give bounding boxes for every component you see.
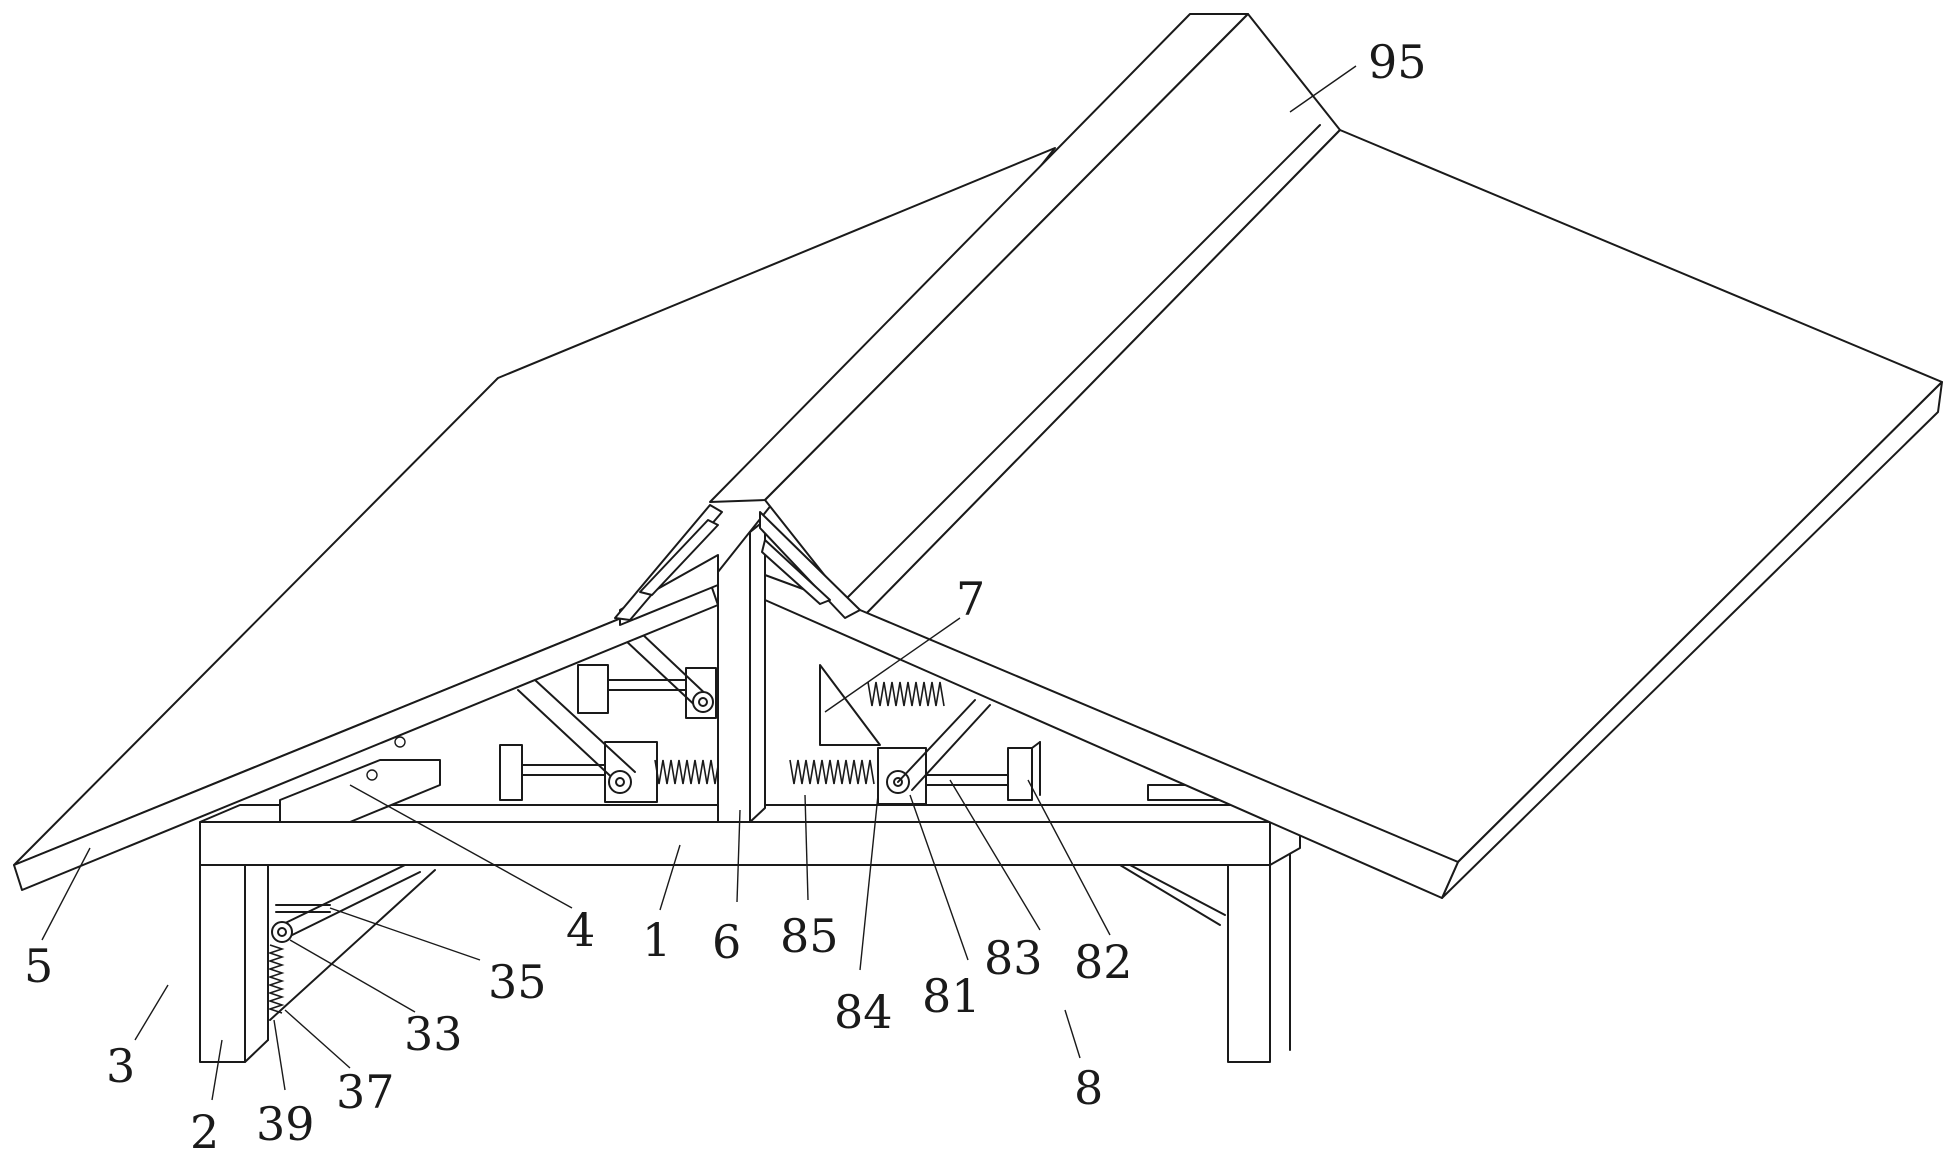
reference-labels: 95 7 5 4 1 6 85 84 81 83 82 35 33 37 39 … — [24, 35, 1427, 1159]
center-mechanism — [499, 631, 1041, 805]
label-8: 8 — [1074, 1061, 1103, 1115]
left-brace-assembly — [267, 864, 436, 1021]
ridge-bracket — [614, 504, 861, 621]
left-leg — [199, 845, 269, 1063]
label-81: 81 — [922, 969, 981, 1023]
label-95: 95 — [1368, 35, 1427, 89]
leader-lines — [41, 65, 1357, 1101]
label-6: 6 — [712, 915, 741, 969]
label-82: 82 — [1074, 935, 1133, 989]
label-33: 33 — [404, 1007, 463, 1061]
label-4: 4 — [566, 903, 595, 957]
label-37: 37 — [336, 1065, 395, 1119]
ridge-cap — [709, 13, 1341, 621]
label-84: 84 — [834, 985, 893, 1039]
label-5: 5 — [24, 939, 53, 993]
label-39: 39 — [256, 1097, 315, 1151]
label-35: 35 — [488, 955, 547, 1009]
right-roof-panel — [764, 129, 1943, 899]
right-leg — [1227, 845, 1291, 1063]
label-83: 83 — [984, 931, 1043, 985]
right-brace-assembly — [1119, 864, 1226, 926]
left-roof-panel — [13, 147, 1056, 891]
label-2: 2 — [190, 1105, 219, 1159]
label-7: 7 — [956, 572, 985, 626]
label-1: 1 — [642, 913, 671, 967]
label-3: 3 — [106, 1039, 135, 1093]
label-85: 85 — [780, 909, 839, 963]
